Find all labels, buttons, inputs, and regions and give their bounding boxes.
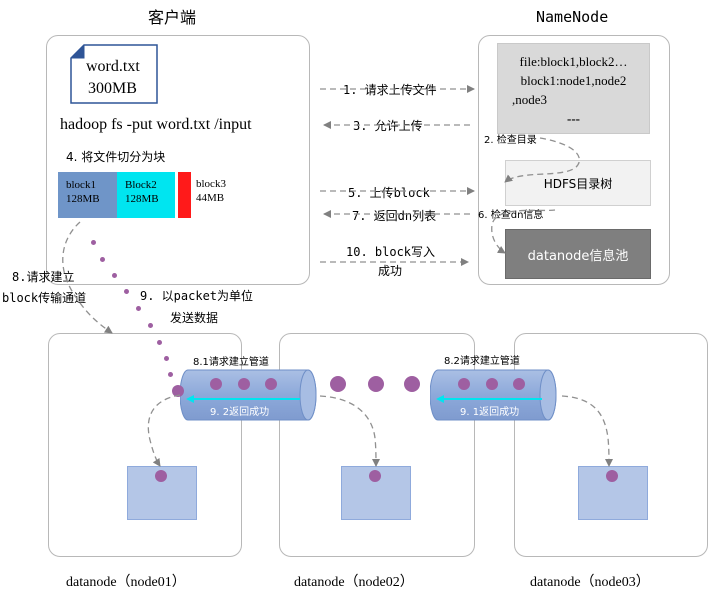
packet-dot: [404, 376, 420, 392]
step1-label: 1. 请求上传文件: [343, 83, 437, 97]
namenode-title: NameNode: [536, 8, 609, 26]
step7-label: 7. 返回dn列表: [352, 209, 437, 223]
metadata-line: ,node3: [512, 92, 548, 107]
block2-size: 128MB: [125, 193, 159, 205]
metadata-line: block1:node1,node2: [520, 73, 627, 88]
packet-dot: [265, 378, 277, 390]
packet-trail-dot: [136, 306, 141, 311]
metadata-line: file:block1,block2…: [519, 54, 628, 69]
step81-label: 8.1请求建立管道: [193, 357, 269, 368]
block2-name: Block2: [125, 179, 157, 191]
packet-trail-dot: [91, 240, 96, 245]
storage-box-node01: [127, 466, 197, 520]
block1-name: block1: [66, 179, 96, 191]
packet-trail-dot: [164, 356, 169, 361]
packet-trail-dot: [112, 273, 117, 278]
step8-label-line1: 8.请求建立: [12, 270, 75, 284]
stored-block-dot: [155, 470, 167, 482]
datanode-pool: datanode信息池: [505, 229, 651, 279]
packet-dot: [486, 378, 498, 390]
file-name: word.txt: [86, 58, 140, 75]
client-title: 客户端: [148, 8, 197, 27]
step82-label: 8.2请求建立管道: [444, 356, 520, 367]
file-size: 300MB: [88, 80, 137, 97]
stored-block-dot: [606, 470, 618, 482]
packet-dot: [210, 378, 222, 390]
packet-dot: [238, 378, 250, 390]
step8-label-line2: block传输通道: [2, 291, 87, 305]
packet-dot: [172, 385, 184, 397]
block2: Block2 128MB: [117, 172, 175, 218]
block1: block1 128MB: [58, 172, 117, 218]
packet-trail-dot: [124, 289, 129, 294]
step9-label-line1: 9. 以packet为单位: [140, 289, 254, 303]
step2-label: 2. 检查目录: [484, 135, 537, 146]
hdfs-dir-tree: HDFS目录树: [505, 160, 651, 206]
packet-dot: [330, 376, 346, 392]
packet-trail-dot: [148, 323, 153, 328]
block3-size: 44MB: [196, 192, 225, 204]
datanode-label-node02: datanode（node02）: [294, 575, 414, 590]
step9-label-line2: 发送数据: [170, 311, 219, 325]
packet-dot: [513, 378, 525, 390]
packet-trail-dot: [168, 372, 173, 377]
step10-label-line1: 10. block写入: [346, 245, 436, 259]
metadata-line: ---: [567, 111, 580, 126]
step10-label-line2: 成功: [378, 264, 403, 278]
packet-trail-dot: [157, 340, 162, 345]
block3-bar: [178, 172, 191, 218]
block3-name: block3: [196, 178, 226, 190]
step4-label: 4. 将文件切分为块: [66, 150, 166, 164]
step91-label: 9. 1返回成功: [460, 407, 520, 418]
datanode-label-node01: datanode（node01）: [66, 575, 186, 590]
step92-label: 9. 2返回成功: [210, 407, 270, 418]
metadata-box: file:block1,block2… block1:node1,node2 ,…: [497, 43, 650, 134]
step5-label: 5. 上传block: [348, 186, 430, 200]
block3-label: block3 44MB: [196, 177, 226, 205]
packet-dot: [368, 376, 384, 392]
packet-trail-dot: [100, 257, 105, 262]
step6-label: 6. 检查dn信息: [478, 210, 544, 221]
datanode-label-node03: datanode（node03）: [530, 575, 650, 590]
packet-dot: [458, 378, 470, 390]
stored-block-dot: [369, 470, 381, 482]
put-command: hadoop fs -put word.txt /input: [60, 116, 252, 133]
block1-size: 128MB: [66, 193, 100, 205]
step3-label: 3. 允许上传: [353, 119, 423, 133]
datanode-panel-node03: [514, 333, 708, 557]
file-icon: word.txt 300MB: [70, 44, 158, 104]
